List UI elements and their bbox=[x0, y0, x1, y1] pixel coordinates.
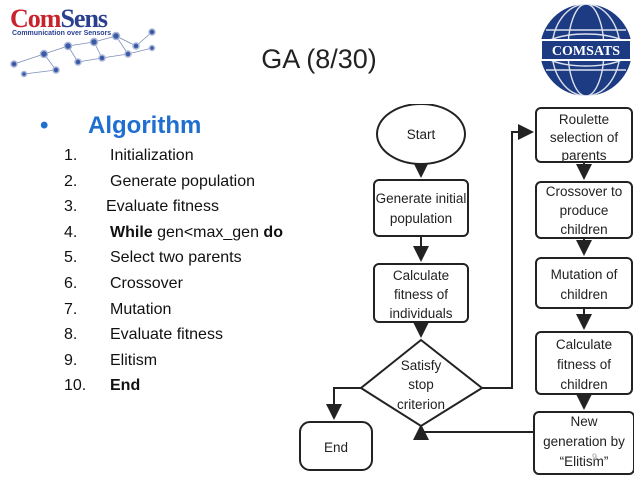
flow-label: produce bbox=[560, 203, 609, 218]
comsens-logo: ComSens Communication over Sensors bbox=[4, 2, 164, 80]
start-node bbox=[376, 104, 466, 165]
flow-label: criterion bbox=[397, 397, 445, 412]
calculate-fitness-box bbox=[373, 263, 469, 323]
step-item: 5.Select two parents bbox=[64, 249, 242, 267]
flow-label: Generate initial bbox=[376, 191, 467, 206]
mutation-box bbox=[535, 257, 633, 309]
flow-label: Satisfy bbox=[401, 358, 442, 373]
generate-population-box bbox=[373, 179, 469, 237]
step-item: 7.Mutation bbox=[64, 300, 172, 318]
end-label: End bbox=[324, 440, 348, 455]
flow-label: selection of bbox=[550, 130, 619, 145]
stop-criterion-decision bbox=[359, 338, 484, 428]
page-number: 9 bbox=[592, 452, 598, 462]
flow-label: children bbox=[560, 287, 607, 302]
flow-label: individuals bbox=[389, 306, 452, 321]
step-item: 2.Generate population bbox=[64, 172, 255, 190]
new-generation-box bbox=[533, 411, 634, 475]
comsats-logo: COMSATS bbox=[538, 2, 634, 98]
crossover-box bbox=[535, 181, 633, 239]
flow-label: Calculate bbox=[393, 268, 449, 283]
step-item: 6.Crossover bbox=[64, 274, 183, 292]
flow-label: population bbox=[390, 211, 452, 226]
roulette-selection-box bbox=[535, 107, 633, 163]
flow-label: “Elitism” bbox=[560, 454, 609, 469]
flow-label: stop bbox=[408, 377, 434, 392]
heading-text: Algorithm bbox=[88, 112, 202, 139]
sensor-network-graphic bbox=[10, 28, 156, 78]
flow-label: children bbox=[560, 377, 607, 392]
slide-title: GA (8/30) bbox=[261, 44, 377, 74]
ga-flowchart: Start Generate initial population Calcul… bbox=[299, 104, 634, 475]
step-item: 10.End bbox=[64, 377, 141, 395]
flow-label: fitness of bbox=[557, 357, 611, 372]
flow-label: Calculate bbox=[556, 337, 612, 352]
step-item: 3.Evaluate fitness bbox=[64, 198, 219, 216]
flow-label: generation by bbox=[543, 434, 625, 449]
start-label: Start bbox=[407, 127, 436, 142]
step-item: 1.Initialization bbox=[64, 147, 194, 164]
flow-label: New bbox=[570, 414, 597, 429]
flow-label: Crossover to bbox=[546, 184, 623, 199]
comsens-tagline: Communication over Sensors bbox=[12, 30, 112, 37]
comsats-wordmark: COMSATS bbox=[552, 44, 620, 59]
bullet-marker: • bbox=[40, 112, 49, 139]
comsens-wordmark: ComSens bbox=[10, 4, 108, 33]
step-item: 4.While gen<max_gen do bbox=[64, 223, 283, 241]
calculate-children-fitness-box bbox=[535, 331, 633, 395]
flow-label: fitness of bbox=[394, 287, 448, 302]
section-heading: • Algorithm bbox=[40, 112, 201, 140]
flow-label: Mutation of bbox=[551, 267, 618, 282]
flow-label: parents bbox=[561, 148, 606, 163]
flow-label: children bbox=[560, 222, 607, 237]
step-item: 8.Evaluate fitness bbox=[64, 326, 223, 344]
end-node bbox=[299, 421, 373, 471]
step-item: 9.Elitism bbox=[64, 351, 158, 369]
algorithm-steps: 1.Initialization 2.Generate population 3… bbox=[64, 146, 283, 402]
flow-label: Roulette bbox=[559, 112, 609, 127]
